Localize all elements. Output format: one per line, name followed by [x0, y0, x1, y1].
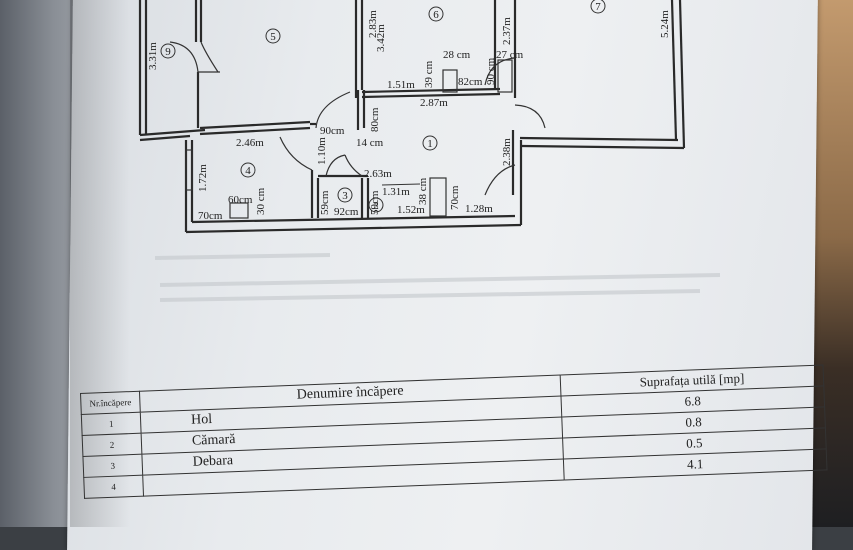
- dim-90cm: 90cm: [320, 125, 345, 137]
- dim-1.28m: 1.28m: [465, 203, 493, 215]
- dim-80cm: 80cm: [369, 107, 381, 132]
- dim-1.72m: 1.72m: [197, 164, 209, 192]
- dim-90cm-vertical: 90 cm: [485, 57, 497, 85]
- dim-1.52m: 1.52m: [397, 204, 425, 216]
- dim-2.37m: 2.37m: [501, 17, 513, 45]
- cell-nr: 1: [81, 412, 142, 436]
- cell-nr: 3: [82, 454, 143, 478]
- dim-27cm: 27 cm: [496, 49, 524, 61]
- door-swings: [169, 41, 546, 219]
- dim-59cm-b: 59cm: [369, 190, 381, 215]
- dim-38cm: 38 cm: [417, 177, 429, 205]
- room-number-1: 1: [427, 138, 433, 150]
- room-number-4: 4: [245, 165, 251, 177]
- floor-plan: 9 5 6 7 1 4 3 2 3.31m 3.42m 2.83m 2.37m …: [138, 0, 721, 302]
- dim-2.38m: 2.38m: [501, 138, 513, 166]
- dim-59cm-a: 59cm: [319, 190, 331, 215]
- dim-92cm: 92cm: [334, 206, 359, 218]
- dim-28cm: 28 cm: [443, 49, 471, 61]
- dim-2.46m: 2.46m: [236, 137, 264, 149]
- room-numbers: 9 5 6 7 1 4 3 2: [165, 1, 601, 212]
- dim-60cm: 60cm: [228, 194, 253, 206]
- dim-1.10m: 1.10m: [316, 137, 328, 165]
- dim-5.24m: 5.24m: [659, 10, 671, 38]
- faint-text-lines: [154, 253, 721, 302]
- dim-70cm-left: 70cm: [198, 210, 223, 222]
- dim-2.83m: 2.83m: [367, 10, 379, 38]
- cell-nr: 2: [82, 433, 142, 457]
- room-number-2: 2: [373, 200, 379, 212]
- room-number-6: 6: [433, 9, 439, 21]
- dim-14cm: 14 cm: [356, 137, 384, 149]
- dim-2.63m: 2.63m: [364, 168, 392, 180]
- dim-39cm: 39 cm: [423, 60, 435, 88]
- room-circles: [160, 0, 606, 213]
- dim-3.42m: 3.42m: [375, 24, 387, 52]
- dimension-arrow: [381, 183, 421, 186]
- dim-82cm: 82cm: [458, 76, 483, 88]
- dim-70cm-right: 70cm: [449, 185, 461, 210]
- dim-3.31m: 3.31m: [147, 42, 159, 70]
- dim-1.31m: 1.31m: [382, 186, 410, 198]
- room-number-7: 7: [595, 1, 601, 13]
- room-number-3: 3: [342, 190, 348, 202]
- header-room-number: Nr.încăpere: [80, 391, 141, 415]
- paper-shadow: [70, 0, 130, 527]
- room-number-9: 9: [165, 46, 171, 58]
- dimension-labels: 3.31m 3.42m 2.83m 2.37m 5.24m 28 cm 27 c…: [147, 10, 671, 222]
- dim-2.87m: 2.87m: [420, 97, 448, 109]
- room-number-5: 5: [270, 31, 276, 43]
- walls: [138, 0, 686, 234]
- dim-30cm: 30 cm: [255, 187, 267, 215]
- dim-1.51m: 1.51m: [387, 79, 415, 91]
- cell-nr: 4: [83, 475, 144, 499]
